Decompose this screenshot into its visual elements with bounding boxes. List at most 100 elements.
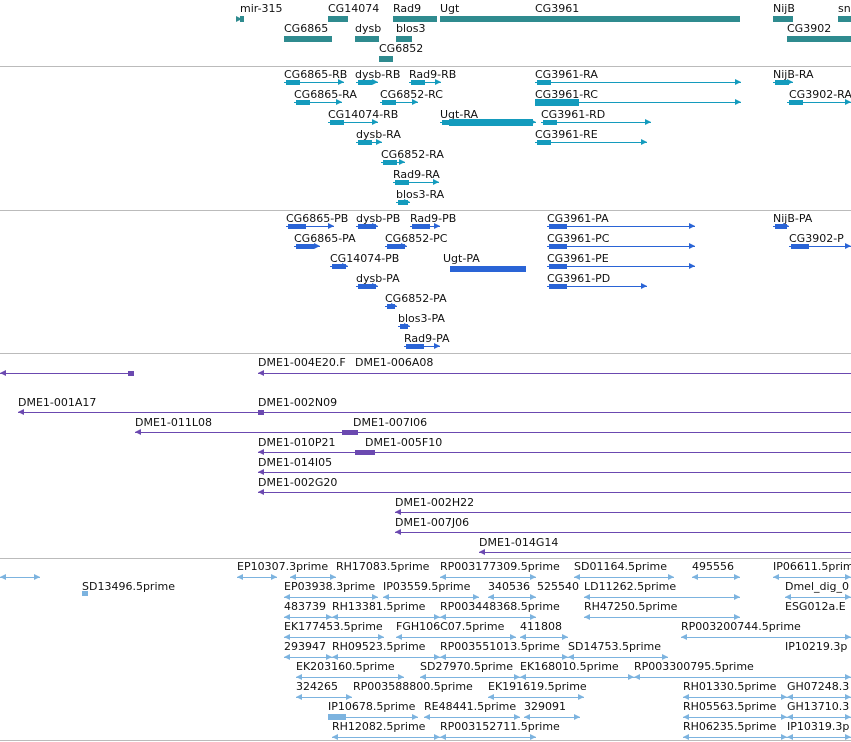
protein-label[interactable]: NijB-PA: [773, 212, 813, 225]
est-glyph[interactable]: [845, 714, 851, 720]
clone-glyph[interactable]: [258, 373, 851, 374]
est-glyph[interactable]: [332, 737, 440, 738]
est-glyph[interactable]: [284, 617, 332, 618]
est-label[interactable]: 525540: [537, 580, 579, 593]
transcript-glyph[interactable]: [449, 119, 533, 126]
est-glyph[interactable]: [434, 654, 440, 660]
est-label[interactable]: 411808: [520, 620, 562, 633]
clone-glyph[interactable]: [479, 552, 851, 553]
transcript-glyph[interactable]: [296, 100, 310, 105]
est-glyph[interactable]: [332, 614, 338, 620]
est-glyph[interactable]: [284, 657, 332, 658]
protein-label[interactable]: CG6865-PA: [294, 232, 356, 245]
est-glyph[interactable]: [284, 614, 290, 620]
protein-glyph[interactable]: [434, 343, 440, 349]
clone-glyph[interactable]: [258, 489, 264, 495]
transcript-glyph[interactable]: [541, 122, 651, 123]
protein-label[interactable]: CG3961-PC: [547, 232, 610, 245]
est-glyph[interactable]: [488, 694, 494, 700]
clone-glyph[interactable]: [258, 472, 851, 473]
est-glyph[interactable]: [284, 654, 290, 660]
est-glyph[interactable]: [34, 574, 40, 580]
est-glyph[interactable]: [530, 574, 536, 580]
transcript-glyph[interactable]: [789, 100, 803, 105]
protein-glyph[interactable]: [387, 244, 405, 249]
transcript-glyph[interactable]: [735, 99, 741, 105]
est-glyph[interactable]: [440, 614, 446, 620]
est-glyph[interactable]: [845, 634, 851, 640]
est-glyph[interactable]: [284, 594, 290, 600]
est-glyph[interactable]: [520, 674, 526, 680]
protein-label[interactable]: CG3961-PD: [547, 272, 611, 285]
est-glyph[interactable]: [662, 654, 668, 660]
transcript-glyph[interactable]: [787, 79, 793, 85]
protein-glyph[interactable]: [314, 243, 320, 249]
protein-glyph[interactable]: [288, 224, 306, 229]
protein-glyph[interactable]: [549, 264, 567, 269]
est-glyph[interactable]: [574, 577, 674, 578]
transcript-label[interactable]: dysb-RA: [356, 128, 401, 141]
protein-glyph[interactable]: [547, 266, 695, 267]
gene-label[interactable]: blos3: [396, 22, 426, 35]
transcript-glyph[interactable]: [645, 119, 651, 125]
gene-label[interactable]: Rad9: [393, 2, 422, 15]
est-glyph[interactable]: [326, 614, 332, 620]
protein-glyph[interactable]: [332, 264, 346, 269]
est-glyph[interactable]: [520, 677, 634, 678]
protein-label[interactable]: dysb-PA: [356, 272, 400, 285]
est-glyph[interactable]: [524, 717, 580, 718]
transcript-glyph[interactable]: [412, 99, 418, 105]
est-glyph[interactable]: [296, 694, 302, 700]
protein-label[interactable]: CG3961-PA: [547, 212, 609, 225]
est-glyph[interactable]: [628, 674, 634, 680]
clone-label[interactable]: DME1-006A08: [355, 356, 434, 369]
est-glyph[interactable]: [424, 714, 430, 720]
transcript-glyph[interactable]: [328, 122, 378, 123]
clone-label[interactable]: DME1-014I05: [258, 456, 333, 469]
est-glyph[interactable]: [383, 594, 389, 600]
protein-glyph[interactable]: [412, 224, 430, 229]
est-glyph[interactable]: [420, 677, 520, 678]
est-glyph[interactable]: [584, 594, 590, 600]
est-glyph[interactable]: [332, 734, 338, 740]
est-glyph[interactable]: [584, 597, 740, 598]
transcript-glyph[interactable]: [641, 139, 647, 145]
transcript-glyph[interactable]: [787, 102, 851, 103]
est-glyph[interactable]: [668, 574, 674, 580]
clone-glyph[interactable]: [479, 549, 485, 555]
transcript-glyph[interactable]: [372, 119, 378, 125]
est-glyph[interactable]: [683, 714, 689, 720]
est-glyph[interactable]: [683, 717, 787, 718]
est-glyph[interactable]: [562, 634, 568, 640]
transcript-glyph[interactable]: [376, 139, 382, 145]
est-glyph[interactable]: [683, 734, 689, 740]
transcript-label[interactable]: CG6865-RB: [284, 68, 348, 81]
est-label[interactable]: LD11262.5prime: [584, 580, 677, 593]
est-glyph[interactable]: [530, 614, 536, 620]
clone-glyph[interactable]: [395, 512, 851, 513]
clone-label[interactable]: DME1-007J06: [395, 516, 470, 529]
transcript-glyph[interactable]: [404, 199, 410, 205]
est-glyph[interactable]: [781, 714, 787, 720]
gene-label[interactable]: NijB: [773, 2, 795, 15]
clone-glyph[interactable]: [128, 371, 134, 376]
transcript-label[interactable]: CG3961-RD: [541, 108, 606, 121]
est-glyph[interactable]: [681, 634, 687, 640]
est-label[interactable]: GH13710.3: [787, 700, 850, 713]
protein-label[interactable]: blos3-PA: [398, 312, 445, 325]
est-glyph[interactable]: [296, 697, 352, 698]
transcript-glyph[interactable]: [284, 82, 344, 83]
gene-glyph[interactable]: [773, 16, 793, 22]
clone-label[interactable]: DME1-005F10: [365, 436, 443, 449]
transcript-glyph[interactable]: [382, 100, 396, 105]
protein-glyph[interactable]: [549, 244, 567, 249]
est-glyph[interactable]: [271, 574, 277, 580]
transcript-glyph[interactable]: [395, 180, 409, 185]
est-glyph[interactable]: [378, 634, 384, 640]
est-glyph[interactable]: [82, 591, 88, 596]
transcript-glyph[interactable]: [535, 142, 647, 143]
est-label[interactable]: RP003177309.5prime: [440, 560, 560, 573]
est-glyph[interactable]: [584, 617, 740, 618]
transcript-label[interactable]: CG6852-RC: [380, 88, 443, 101]
transcript-label[interactable]: Rad9-RA: [393, 168, 440, 181]
